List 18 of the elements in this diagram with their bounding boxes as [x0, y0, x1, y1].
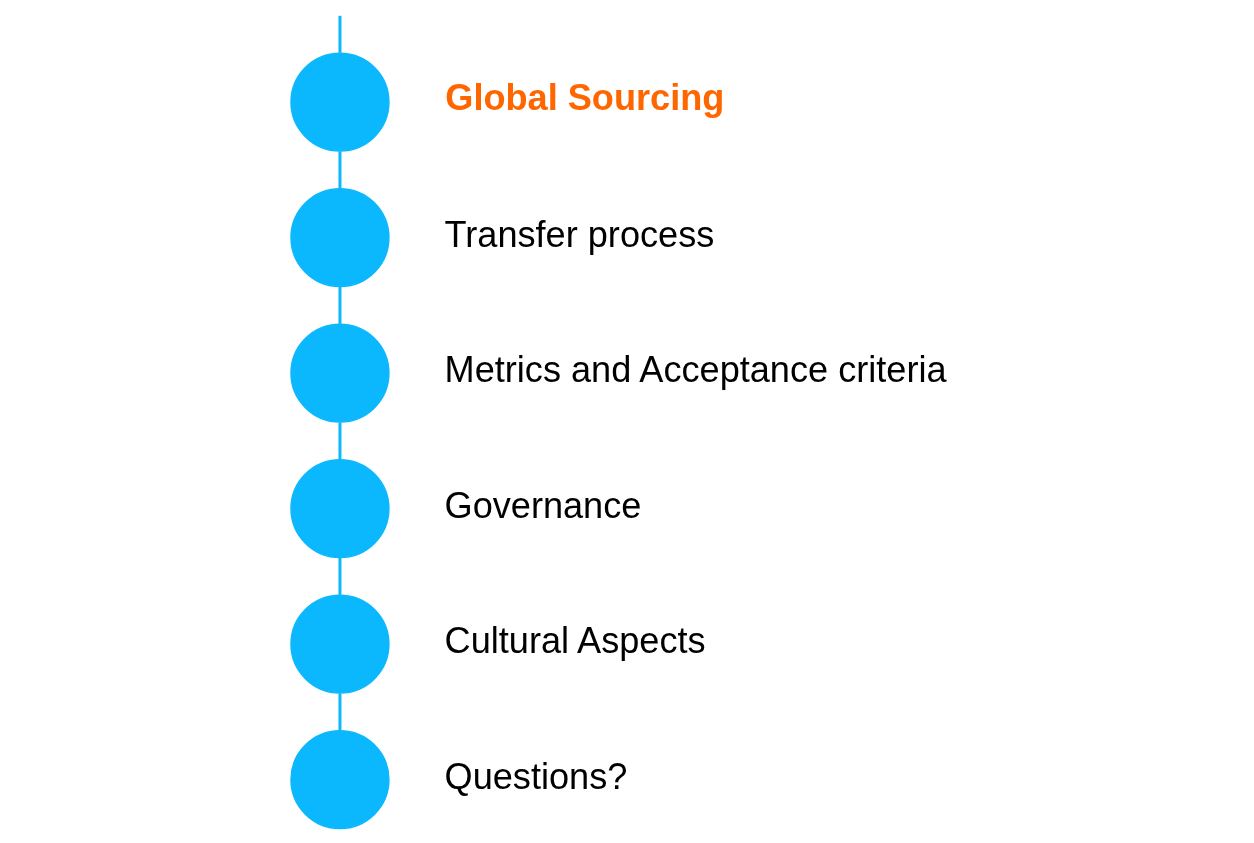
node-circle — [289, 187, 390, 288]
node-circle — [289, 729, 390, 830]
node-circle — [289, 594, 390, 694]
node-circle — [289, 458, 390, 559]
node-circle — [289, 323, 390, 423]
node-circle — [289, 52, 390, 152]
connector — [337, 557, 341, 595]
connector — [337, 151, 341, 189]
connector — [337, 693, 341, 731]
connector — [337, 286, 341, 324]
connector — [337, 15, 341, 53]
node-label: Cultural Aspects — [444, 620, 706, 662]
node-label: Questions? — [444, 755, 627, 797]
node-label: Global Sourcing — [444, 76, 724, 118]
node-label: Governance — [444, 484, 641, 526]
node-label: Metrics and Acceptance criteria — [444, 349, 947, 391]
connector — [337, 422, 341, 460]
node-label: Transfer process — [444, 213, 714, 255]
